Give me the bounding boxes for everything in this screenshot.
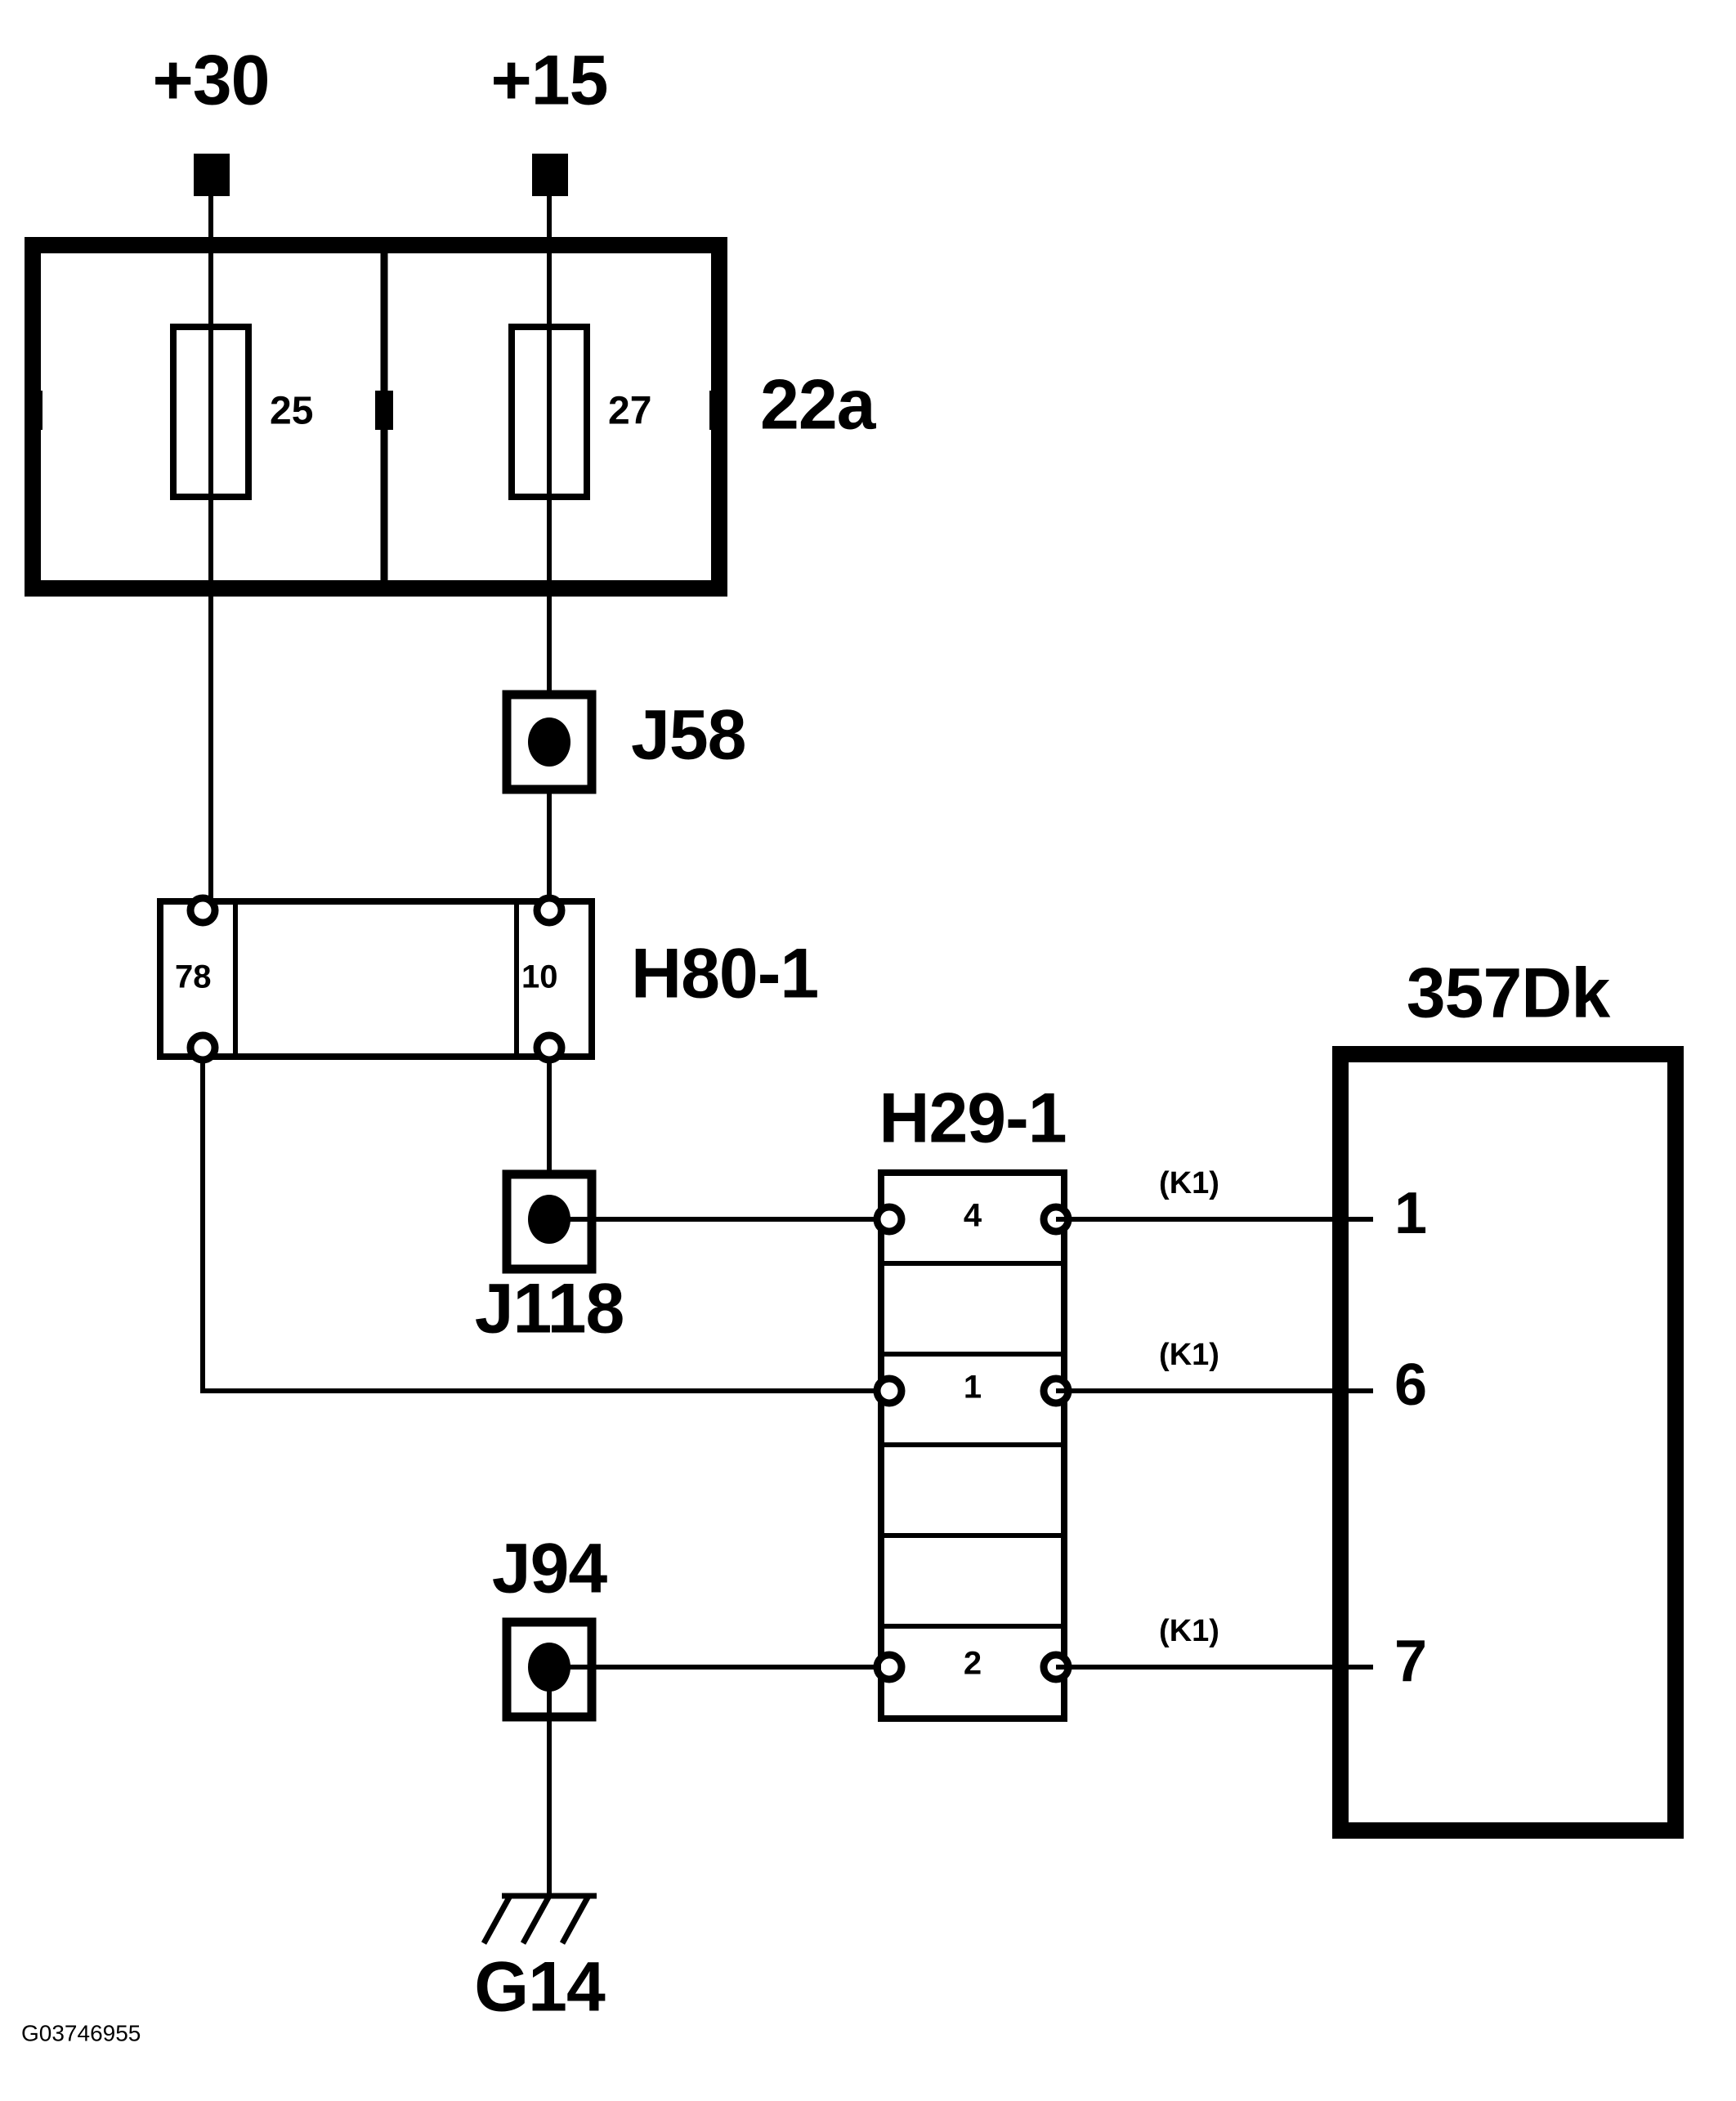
power-terminal-plus30-stud <box>194 154 230 196</box>
fusebox-mid-break-mark <box>375 391 393 430</box>
power-terminal-plus30: +30 <box>153 42 270 245</box>
connector-h29-1-label: H29-1 <box>879 1080 1066 1158</box>
connector-h80-1-pin78-bottom-terminal <box>186 1031 219 1064</box>
connector-h80-1-pin78-top-terminal <box>186 894 219 927</box>
fuse-27[interactable]: 27 <box>508 245 651 588</box>
module-357dk-pin6-number: 6 <box>1394 1352 1427 1418</box>
diagram-id-footer: G03746955 <box>21 2020 141 2045</box>
splice-j58-dot <box>528 717 570 767</box>
power-terminal-plus15-stud <box>532 154 568 196</box>
wire-label-k1-top: (K1) <box>1159 1166 1219 1200</box>
power-terminal-plus15: +15 <box>491 42 608 245</box>
ground-g14-label: G14 <box>474 1948 606 2027</box>
module-357dk-pin7-number: 7 <box>1394 1629 1427 1694</box>
connector-h80-1-pin10-number: 10 <box>521 959 558 995</box>
connector-h29-1-pin4-left-terminal <box>873 1203 906 1236</box>
wire-label-k1-bottom: (K1) <box>1159 1614 1219 1648</box>
wire-h80-pin78-to-h29-pin1 <box>200 1057 881 1393</box>
connector-h29-1-pin4-number: 4 <box>964 1198 982 1234</box>
splice-j58[interactable]: J58 <box>502 690 747 794</box>
ground-g14-hatch-2 <box>520 1894 553 1945</box>
fuse-27-rating: 27 <box>608 390 651 433</box>
fusebox-label: 22a <box>760 366 877 445</box>
connector-h29-1[interactable]: H29-1 4 1 2 <box>873 1080 1072 1722</box>
module-357dk[interactable]: 357Dk 1 6 7 <box>1332 954 1684 1839</box>
splice-j94-label: J94 <box>492 1530 608 1608</box>
ground-g14: G14 <box>474 1893 606 2027</box>
wire-bundle-h29-to-357dk: (K1) (K1) (K1) <box>1056 1166 1373 1670</box>
connector-h80-1-pin10-top-terminal <box>533 894 566 927</box>
module-357dk-outline <box>1332 1046 1684 1839</box>
splice-j118[interactable]: J118 <box>475 1169 881 1348</box>
module-357dk-label: 357Dk <box>1407 954 1611 1033</box>
module-357dk-pin1-number: 1 <box>1394 1181 1427 1246</box>
fusebox-right-break-mark <box>709 391 727 430</box>
fuse-25[interactable]: 25 <box>170 245 313 588</box>
connector-h80-1-outline <box>157 898 595 1060</box>
wire-label-k1-middle: (K1) <box>1159 1338 1219 1372</box>
connector-h80-1-pin10-bottom-terminal <box>533 1031 566 1064</box>
splice-j118-label: J118 <box>475 1270 624 1348</box>
splice-j58-label: J58 <box>631 696 746 775</box>
connector-h80-1-label: H80-1 <box>631 935 818 1013</box>
connector-h29-1-pin1-left-terminal <box>873 1375 906 1407</box>
connector-h29-1-pin2-number: 2 <box>964 1646 982 1682</box>
power-terminal-plus15-label: +15 <box>491 42 608 120</box>
connector-h29-1-pin1-number: 1 <box>964 1370 982 1406</box>
power-terminal-plus30-label: +30 <box>153 42 270 120</box>
connector-h80-1[interactable]: 78 10 H80-1 <box>157 894 819 1064</box>
ground-g14-hatch-3 <box>559 1894 592 1945</box>
fuse-25-rating: 25 <box>270 390 313 433</box>
ground-g14-hatch-1 <box>481 1894 513 1945</box>
fusebox-left-break-mark <box>25 391 43 430</box>
splice-j94[interactable]: J94 <box>492 1530 881 1896</box>
connector-h80-1-pin78-number: 78 <box>175 959 212 995</box>
fusebox-22a: 25 27 22a <box>25 237 878 597</box>
